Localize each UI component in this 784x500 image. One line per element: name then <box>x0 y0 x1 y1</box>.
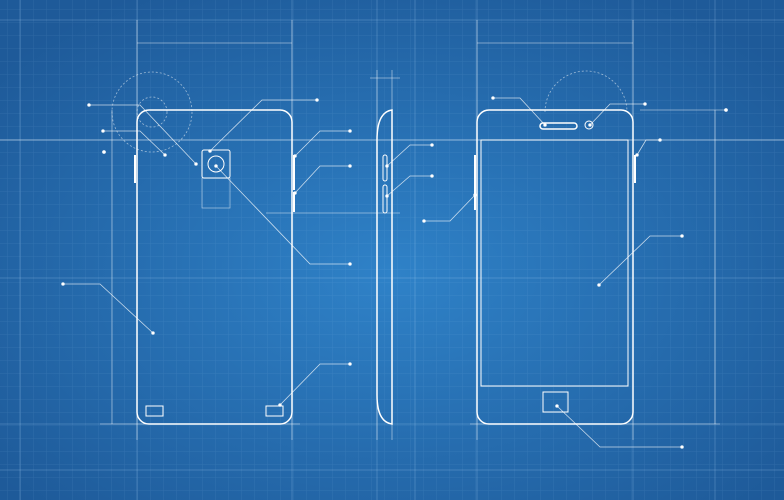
leader-dot <box>422 219 426 223</box>
leader-dot <box>491 96 495 100</box>
home-button <box>542 391 569 413</box>
leader-dot <box>278 403 282 407</box>
leader-dot <box>208 149 212 153</box>
side-volume-up <box>382 154 388 182</box>
leader-line <box>294 165 350 194</box>
leader-line <box>424 194 476 222</box>
leader-dot <box>430 174 434 178</box>
leader-dot <box>315 98 319 102</box>
leader-dot <box>102 150 106 154</box>
leader-dot <box>430 143 434 147</box>
leader-dot <box>214 164 218 168</box>
leader-dot <box>473 193 477 197</box>
leader-lines <box>61 96 728 449</box>
leader-line <box>386 144 432 167</box>
rear-camera-lens-icon <box>207 155 225 173</box>
leader-dot <box>635 153 639 157</box>
leader-line <box>598 235 682 286</box>
leader-line <box>493 97 546 126</box>
leader-line <box>209 99 317 152</box>
front-camera-icon <box>584 120 594 130</box>
leader-dot <box>348 129 352 133</box>
leader-line <box>294 130 350 157</box>
side-body-outline <box>376 109 393 425</box>
leader-line <box>279 363 350 406</box>
leader-dot <box>724 108 728 112</box>
leader-dot <box>348 262 352 266</box>
phone-side-view <box>376 109 393 425</box>
leader-dot <box>293 154 297 158</box>
leader-dot <box>385 164 389 168</box>
leader-dot <box>588 123 592 127</box>
leader-line <box>103 130 166 156</box>
leader-dot <box>555 404 559 408</box>
leader-dot <box>61 282 65 286</box>
leader-dot <box>101 129 105 133</box>
back-body-outline <box>136 109 293 425</box>
earpiece-speaker <box>539 122 578 130</box>
screen-outline <box>480 139 629 387</box>
leader-dot <box>680 234 684 238</box>
leader-dot <box>643 102 647 106</box>
phone-front-view <box>474 109 636 425</box>
leader-dot <box>348 362 352 366</box>
leader-dot <box>385 194 389 198</box>
leader-dot <box>194 162 198 166</box>
phone-back-view <box>134 109 295 425</box>
side-volume-down <box>382 184 388 214</box>
leader-dot <box>293 191 297 195</box>
leader-line <box>386 175 432 197</box>
back-speaker-right <box>265 405 284 417</box>
front-body-outline <box>476 109 634 425</box>
leader-dot <box>348 164 352 168</box>
leader-line <box>636 139 660 156</box>
leader-dot <box>163 153 167 157</box>
leader-dot <box>597 283 601 287</box>
leader-dot <box>680 445 684 449</box>
leader-line <box>556 405 682 448</box>
leader-line <box>63 283 154 334</box>
leader-line <box>215 165 350 265</box>
leader-dot <box>543 123 547 127</box>
leader-line <box>589 103 645 126</box>
back-speaker-left <box>145 405 164 417</box>
leader-line <box>89 104 197 165</box>
leader-dot <box>151 331 155 335</box>
leader-dot <box>87 103 91 107</box>
leader-dot <box>658 138 662 142</box>
